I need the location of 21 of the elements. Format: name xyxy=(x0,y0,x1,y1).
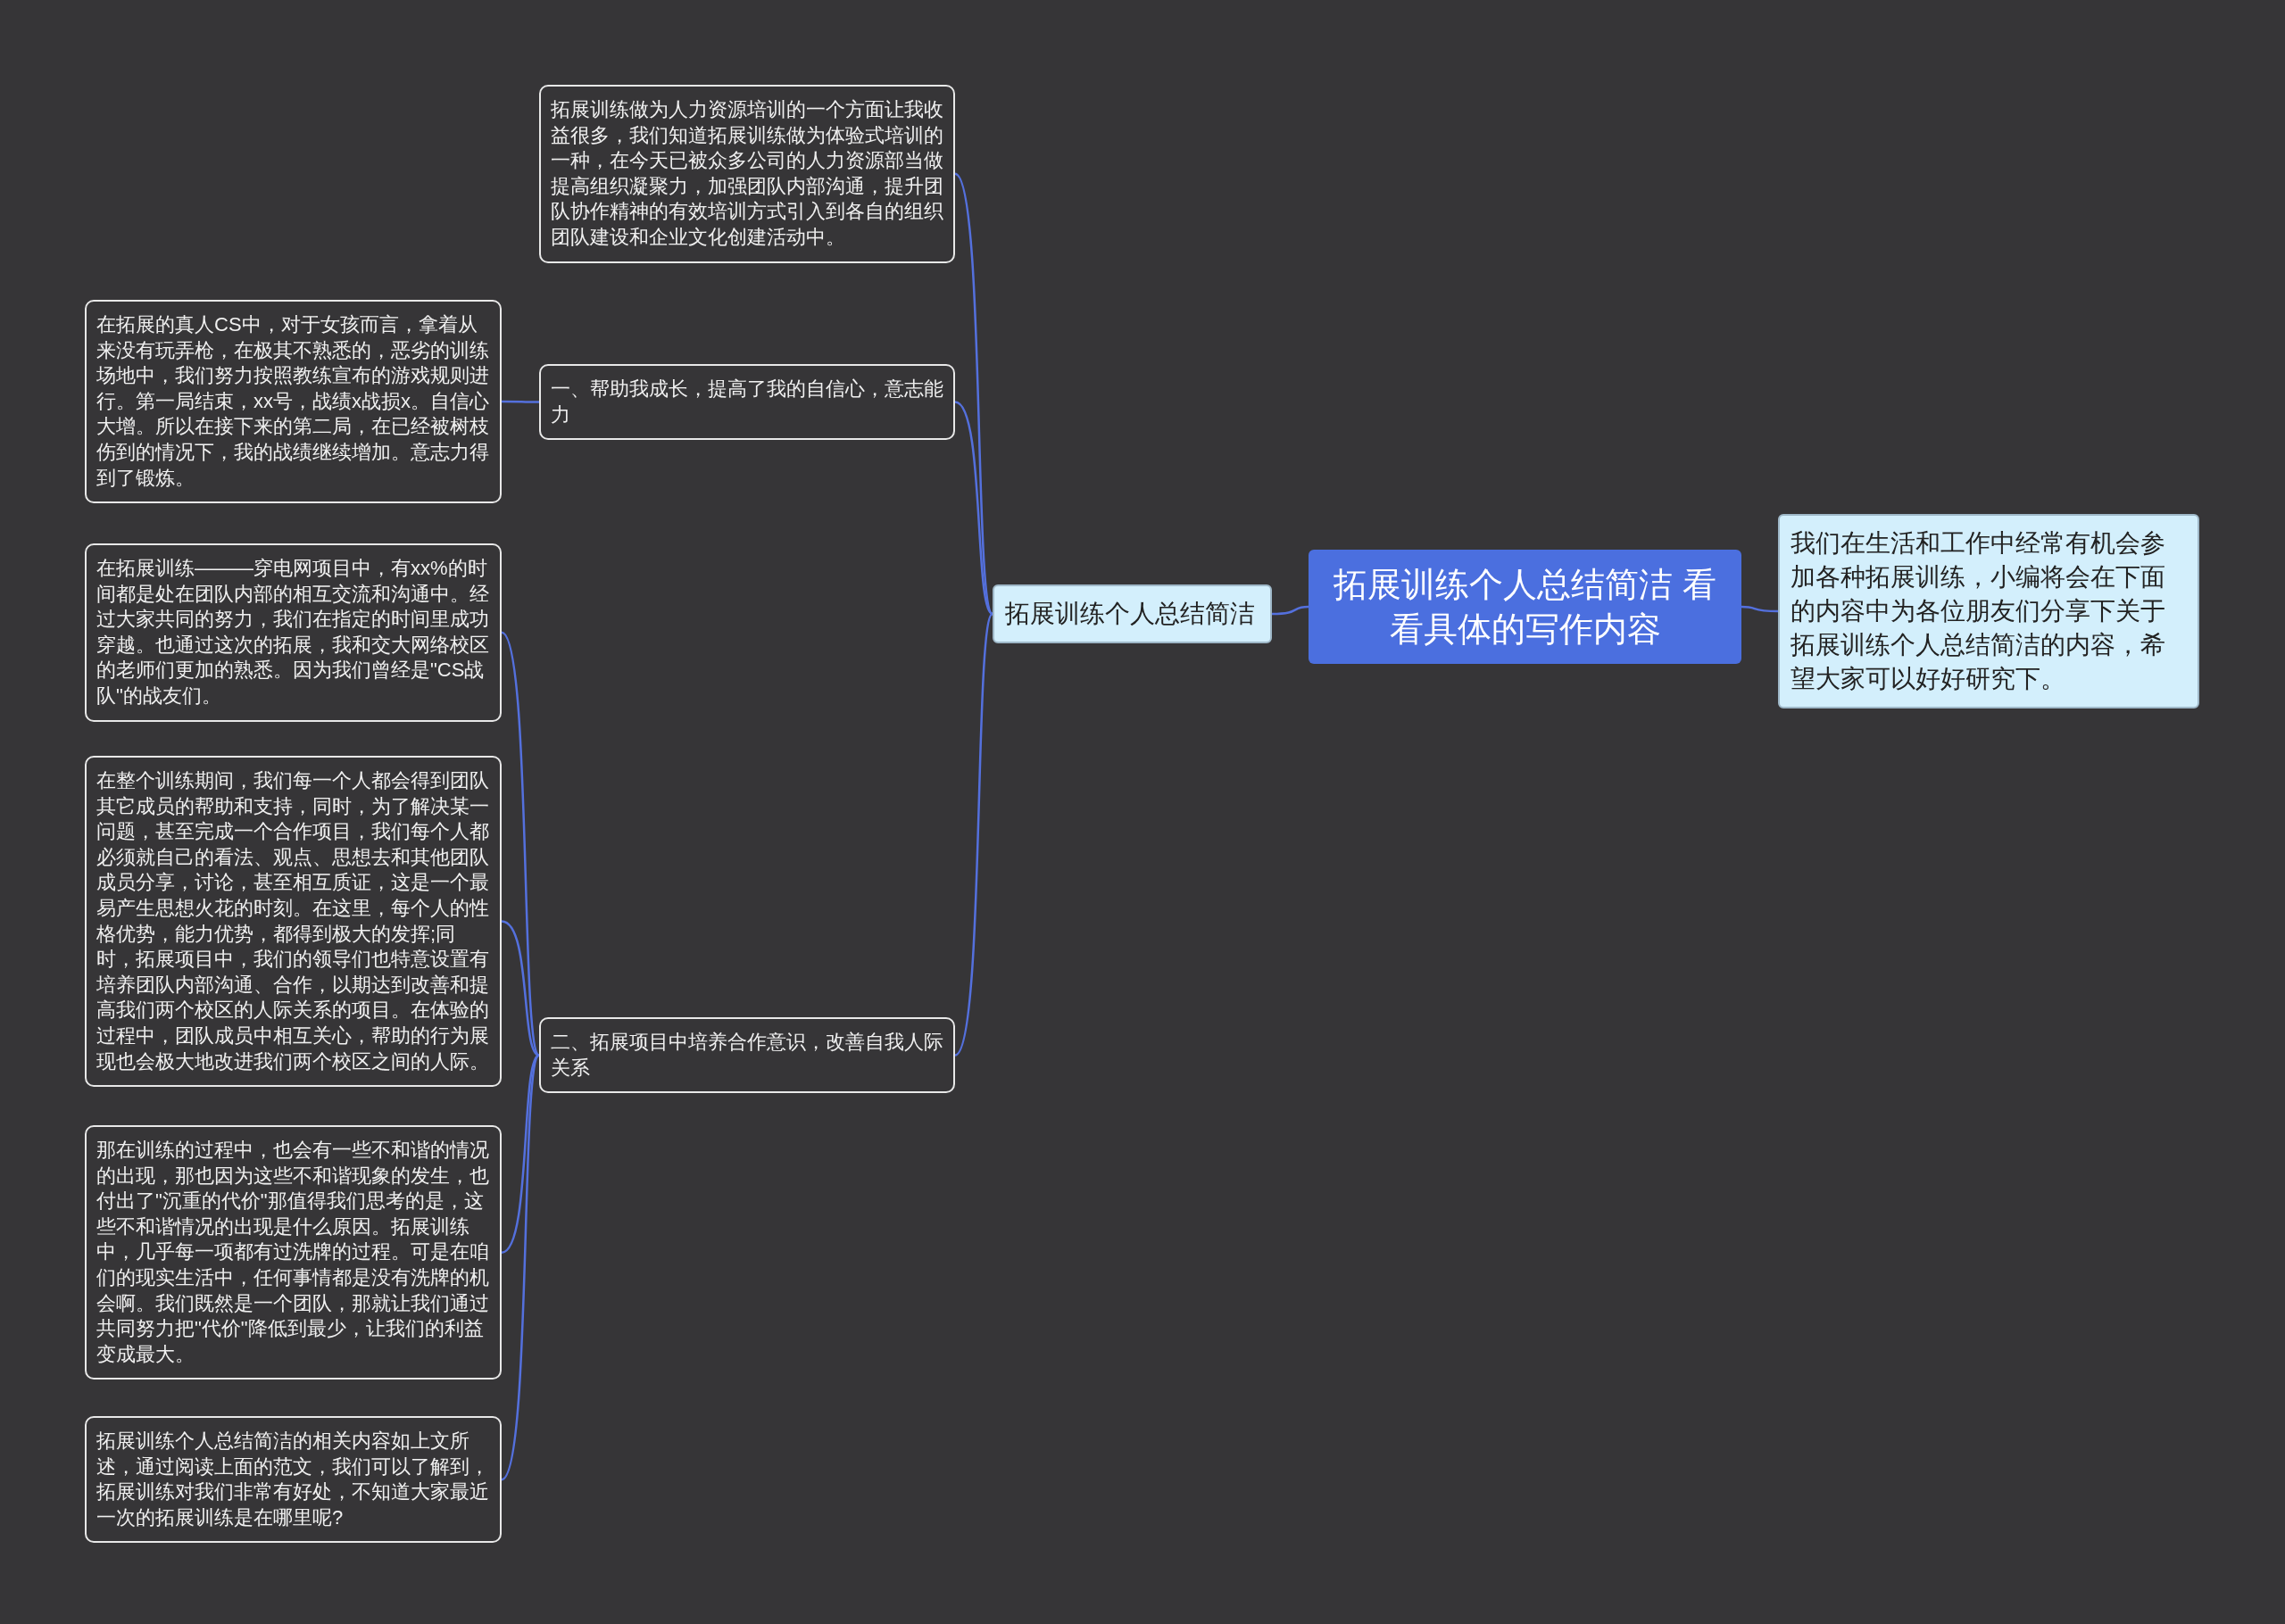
connector-line xyxy=(501,920,540,1056)
topic-box: 一、帮助我成长，提高了我的自信心，意志能力 xyxy=(539,364,955,441)
connector-line xyxy=(954,613,994,1056)
text-box: 在拓展训练———穿电网项目中，有xx%的时间都是处在团队内部的相互交流和沟通中。经过大家共同的努力，我们在指定的时间里成功穿越。也通过这次的拓展，我和交大网络校区的老师们更加的熟悉。因为我们曾经是"CS战队"的战友们。 xyxy=(85,543,502,722)
text-box: 那在训练的过程中，也会有一些不和谐的情况的出现，那也因为这些不和谐现象的发生，也付出了"沉重的代价"那值得我们思考的是，这些不和谐情况的出现是什么原因。拓展训练中，几乎每一项都有过洗牌的过程。可是在咱们的现实生活中，任何事情都是没有洗牌的机会啊。我们既然是一个团队，那就让我们通过共同努力把"代价"降低到最少，让我们的利益变成最大。 xyxy=(85,1125,502,1380)
connector-line xyxy=(501,632,541,1056)
connector-line xyxy=(954,401,993,615)
connector-line xyxy=(501,1054,540,1254)
text-box: 拓展训练个人总结简洁的相关内容如上文所述，通过阅读上面的范文，我们可以了解到，拓展训练对我们非常有好处，不知道大家最近一次的拓展训练是在哪里呢? xyxy=(85,1416,502,1544)
connector-line xyxy=(1741,605,1778,613)
connector-line xyxy=(501,1055,541,1480)
text-box: 拓展训练做为人力资源培训的一个方面让我收益很多，我们知道拓展训练做为体验式培训的一种，在今天已被众多公司的人力资源部当做提高组织凝聚力，加强团队内部沟通，提升团队协作精神的有效培训方式引入到各自的组织团队建设和企业文化创建活动中。 xyxy=(539,85,955,263)
connector-line xyxy=(954,173,994,615)
topic-box: 拓展训练个人总结简洁 xyxy=(993,584,1272,643)
central-topic-box: 拓展训练个人总结简洁 看看具体的写作内容 xyxy=(1309,550,1741,664)
text-box: 在拓展的真人CS中，对于女孩而言，拿着从来没有玩弄枪，在极其不熟悉的，恶劣的训练场地中，我们努力按照教练宣布的游戏规则进行。第一局结束，xx号，战绩x战损x。自信心大增。所以在接下来的第二局，在已经被树枝伤到的情况下，我的战绩继续增加。意志力得到了锻炼。 xyxy=(85,300,502,504)
topic-box: 二、拓展项目中培养合作意识，改善自我人际关系 xyxy=(539,1017,955,1094)
connector-line xyxy=(1271,605,1309,616)
connector-line xyxy=(502,400,539,403)
summary-box: 我们在生活和工作中经常有机会参加各种拓展训练，小编将会在下面的内容中为各位朋友们分享下关于拓展训练个人总结简洁的内容，希望大家可以好好研究下。 xyxy=(1778,514,2199,708)
text-box: 在整个训练期间，我们每一个人都会得到团队其它成员的帮助和支持，同时，为了解决某一问题，甚至完成一个合作项目，我们每个人都必须就自己的看法、观点、思想去和其他团队成员分享，讨论，甚至相互质证，这是一个最易产生思想火花的时刻。在这里，每个人的性格优势，能力优势，都得到极大的发挥;同时，拓展项目中，我们的领导们也特意设置有培养团队内部沟通、合作，以期达到改善和提高我们两个校区的人际关系的项目。在体验的过程中，团队成员中相互关心，帮助的行为展现也会极大地改进我们两个校区之间的人际。 xyxy=(85,756,502,1088)
